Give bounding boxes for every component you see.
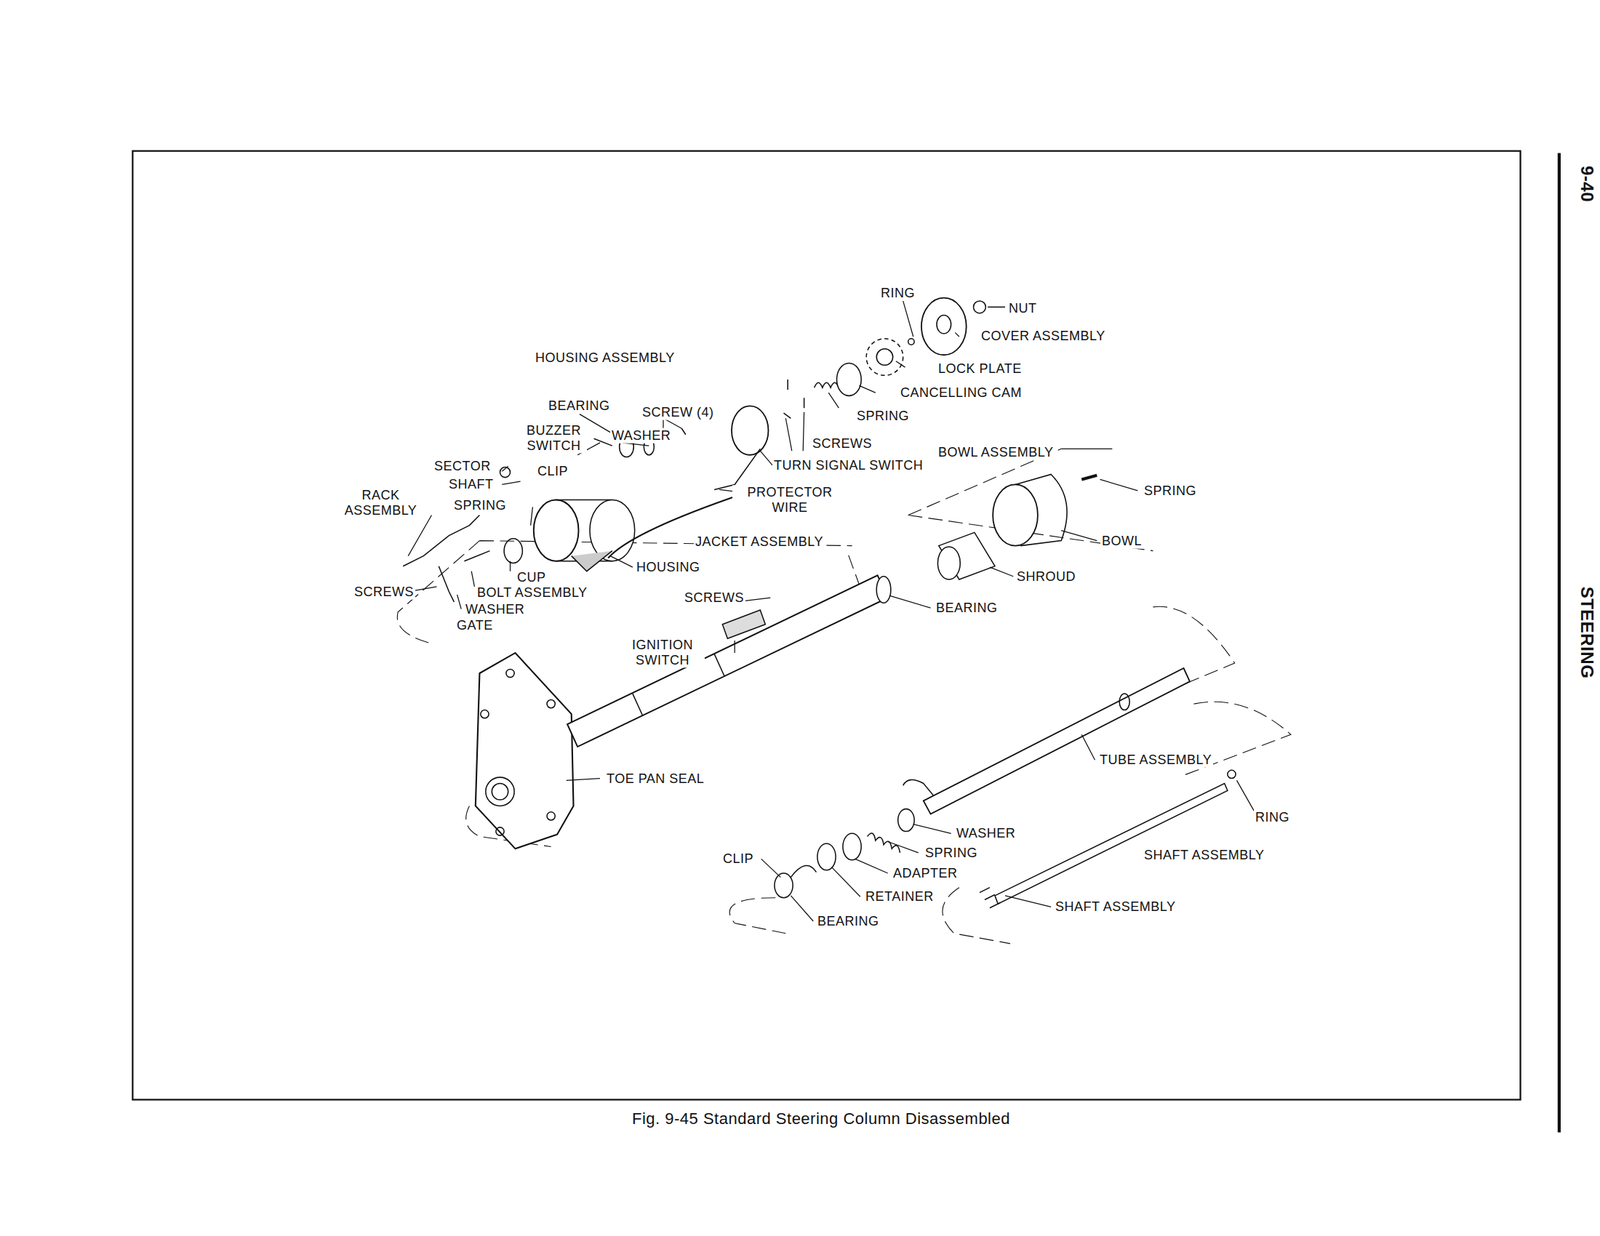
part-label: ADAPTER: [891, 866, 960, 882]
part-label: TOE PAN SEAL: [605, 771, 706, 787]
part-label: BEARING: [934, 600, 1000, 616]
part-label: BOLT ASSEMBLY: [475, 585, 590, 601]
part-label: BUZZER SWITCH: [520, 423, 587, 454]
part-label: SHROUD: [1015, 569, 1078, 585]
part-label: SECTOR: [432, 458, 493, 475]
part-label: LOCK PLATE: [936, 361, 1024, 377]
part-label: IGNITION SWITCH: [620, 637, 705, 668]
part-label: SHAFT: [447, 477, 496, 493]
part-label: TURN SIGNAL SWITCH: [772, 458, 925, 474]
part-label: WASHER: [954, 826, 1017, 842]
part-label: SHAFT ASSEMBLY: [1053, 899, 1177, 915]
part-label: GATE: [455, 618, 495, 634]
part-label: RACK ASSEMBLY: [342, 488, 419, 518]
page-margin-text: STEERING: [1576, 585, 1598, 681]
part-label: BOWL ASSEMBLY: [936, 445, 1056, 461]
part-label: SPRING: [1142, 483, 1198, 499]
part-label: CLIP: [721, 851, 755, 867]
part-label: RING: [879, 285, 917, 302]
part-label: SPRING: [452, 498, 508, 514]
part-label: CANCELLING CAM: [898, 385, 1024, 401]
part-label: PROTECTOR WIRE: [732, 485, 848, 515]
part-label: SHAFT ASSEMBLY: [1142, 848, 1266, 864]
part-label: CLIP: [536, 464, 570, 480]
part-label: COVER ASSEMBLY: [979, 328, 1107, 344]
part-label: JACKET ASSEMBLY: [693, 534, 825, 550]
part-label: SCREWS: [352, 584, 416, 600]
part-label: TUBE ASSEMBLY: [1098, 752, 1214, 768]
page-margin-text: 9-40: [1576, 164, 1598, 204]
part-label: NUT: [1007, 301, 1039, 317]
part-label: RETAINER: [864, 889, 936, 905]
part-label: SCREW (4): [640, 405, 716, 421]
part-label: RING: [1253, 810, 1291, 826]
part-label: SCREWS: [810, 436, 874, 452]
part-label: BEARING: [546, 398, 612, 414]
part-label: WASHER: [464, 602, 526, 618]
part-label: HOUSING ASSEMBLY: [533, 350, 677, 366]
part-label: BOWL: [1100, 533, 1144, 550]
part-label: WASHER: [610, 428, 672, 444]
part-label: SPRING: [855, 408, 911, 424]
part-label: SPRING: [923, 845, 979, 862]
part-label: CUP: [515, 570, 548, 586]
part-label: BEARING: [816, 914, 881, 930]
part-label: HOUSING: [634, 560, 702, 576]
figure-caption: Fig. 9-45 Standard Steering Column Disas…: [630, 1109, 1012, 1128]
part-label: SCREWS: [682, 590, 746, 606]
